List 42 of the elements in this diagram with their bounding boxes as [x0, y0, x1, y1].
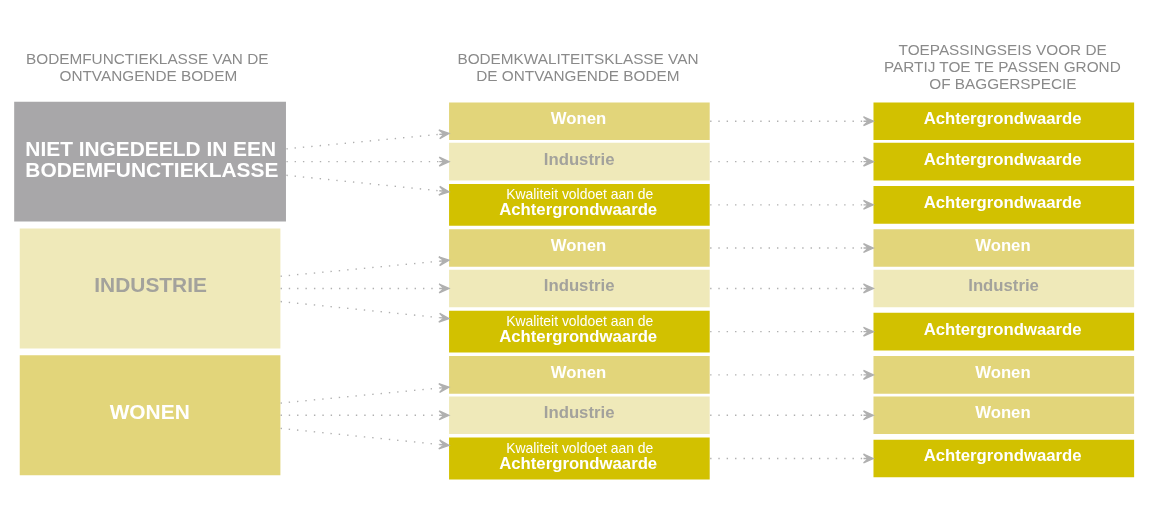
arrow: [709, 282, 874, 294]
arrow: [709, 156, 874, 167]
node-box: Industrie: [873, 269, 1135, 307]
node-box: Wonen: [449, 355, 710, 394]
arrow: [279, 382, 450, 404]
arrow: [285, 174, 450, 196]
label: BODEMFUNCTIEKLASSE VAN DE ONTVANGENDE BODEM: [26, 49, 269, 84]
label: TOEPASSINGSEIS VOOR DE PARTIJ TOE TE PASSEN GROND OF BAGGERSPECIE: [883, 40, 1121, 92]
node-box: Wonen: [449, 101, 710, 140]
arrow: [709, 452, 874, 464]
node-box: Industrie: [449, 269, 710, 307]
node-box: Wonen: [873, 355, 1135, 394]
node-box: Industrie: [449, 396, 710, 434]
arrow: [285, 156, 450, 167]
node-box: Achtergrondwaarde: [873, 101, 1135, 140]
arrow: [709, 326, 874, 337]
node-box: NIET INGEDEELD IN EEN BODEMFUNCTIEKLASSE: [14, 101, 286, 222]
node-box: INDUSTRIE: [19, 228, 281, 348]
arrow: [279, 255, 450, 277]
node-box: Wonen: [873, 396, 1135, 434]
node-box: Achtergrondwaarde: [873, 312, 1135, 350]
arrow: [279, 409, 450, 420]
node-box: Wonen: [873, 228, 1135, 267]
arrow: [285, 128, 450, 150]
node-box: Wonen: [449, 228, 710, 267]
arrow: [709, 115, 874, 126]
arrow: [279, 300, 450, 323]
node-box: Achtergrondwaarde: [873, 439, 1135, 477]
arrow: [279, 427, 450, 450]
arrow: [709, 242, 874, 253]
node-box: Industrie: [449, 142, 710, 180]
node-box: Kwaliteit voldoet aan de Achtergrondwaarde: [449, 183, 710, 226]
node-box: Kwaliteit voldoet aan de Achtergrondwaarde: [449, 310, 710, 353]
node-box: Achtergrondwaarde: [873, 185, 1135, 224]
node-box: Kwaliteit voldoet aan de Achtergrondwaarde: [449, 437, 710, 479]
node-box: Achtergrondwaarde: [873, 142, 1135, 180]
arrow: [279, 282, 450, 294]
arrow: [709, 199, 874, 210]
arrow: [709, 409, 874, 420]
arrow: [709, 369, 874, 380]
label: BODEMKWALITEITSKLASSE VAN DE ONTVANGENDE BODEM: [457, 49, 699, 84]
node-box: WONEN: [19, 354, 281, 475]
